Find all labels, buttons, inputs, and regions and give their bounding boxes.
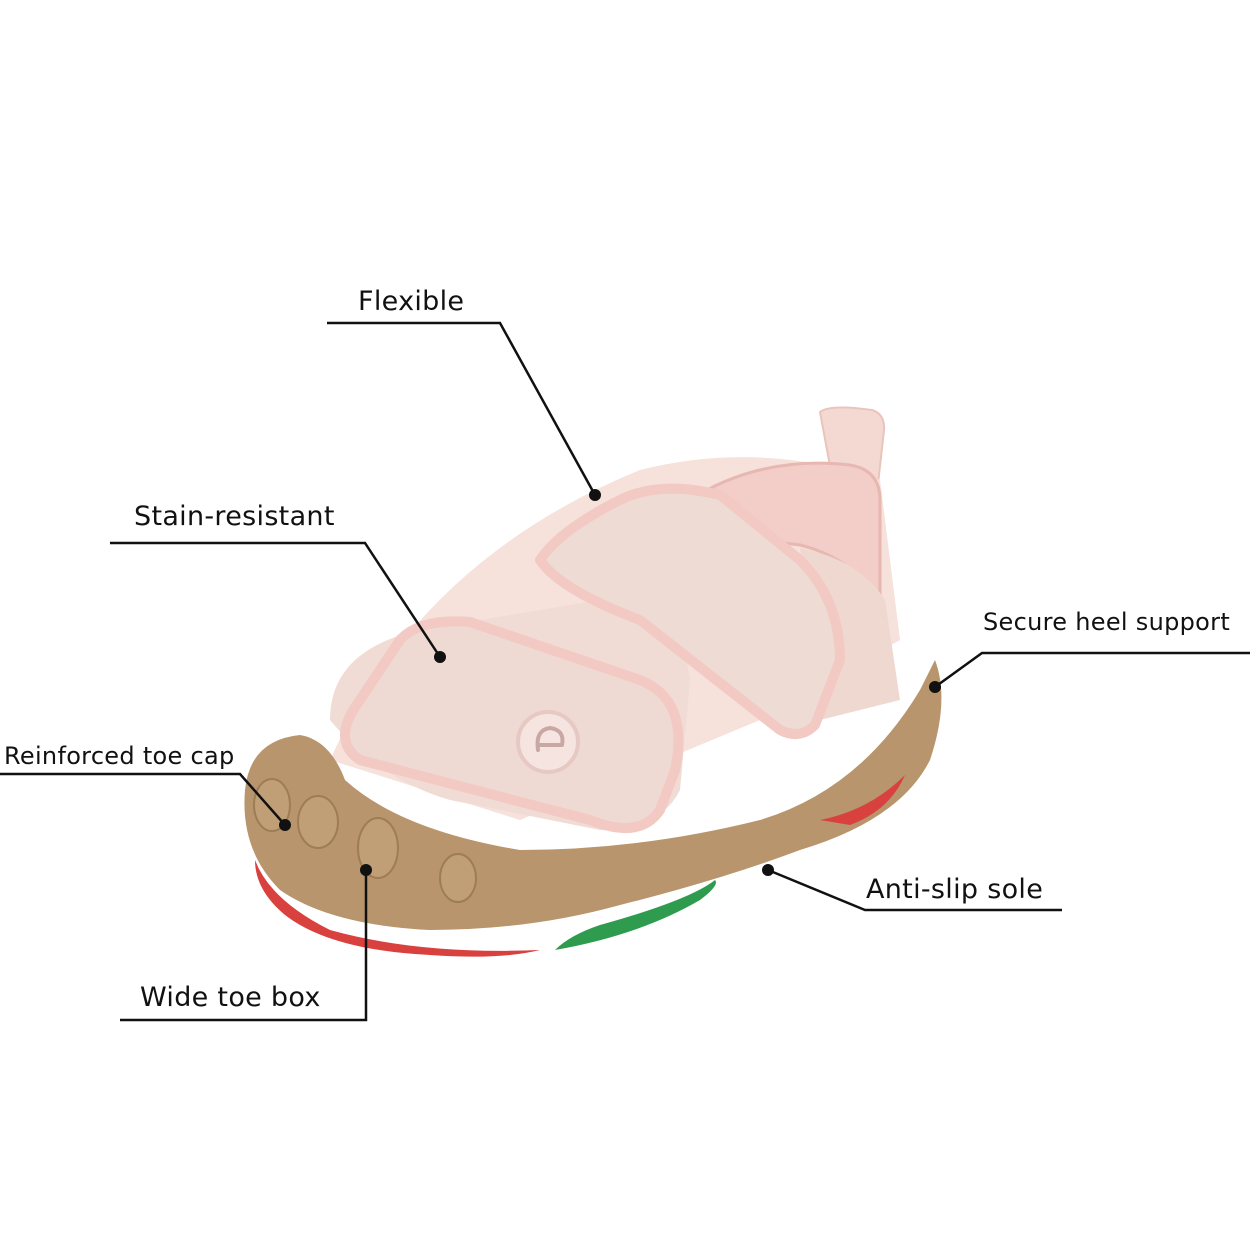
callout-lines bbox=[0, 321, 1250, 1022]
leader-secure-heel-support bbox=[934, 651, 1250, 689]
label-secure-heel-support: Secure heel support bbox=[983, 608, 1231, 636]
dot-anti-slip-sole bbox=[762, 864, 774, 876]
leader-wide-toe-box bbox=[120, 870, 368, 1022]
label-flexible: Flexible bbox=[358, 286, 465, 317]
callout-dots bbox=[279, 489, 941, 876]
back-strap bbox=[535, 483, 845, 739]
leader-reinforced-toe-cap bbox=[0, 772, 286, 826]
leader-stain-resistant bbox=[110, 541, 442, 658]
label-stain-resistant: Stain-resistant bbox=[134, 501, 335, 532]
sandal-illustration bbox=[244, 406, 942, 957]
sole-bumper bbox=[244, 660, 942, 930]
dot-wide-toe-box bbox=[360, 864, 372, 876]
toe-bubbles bbox=[253, 778, 477, 903]
label-reinforced-toe-cap: Reinforced toe cap bbox=[4, 742, 235, 770]
leader-flexible bbox=[327, 321, 597, 496]
tread-red-back bbox=[820, 775, 905, 825]
leader-anti-slip-sole bbox=[767, 868, 1062, 912]
dot-flexible bbox=[589, 489, 601, 501]
label-anti-slip-sole: Anti-slip sole bbox=[866, 874, 1044, 905]
logo-button bbox=[516, 710, 580, 774]
dot-secure-heel-support bbox=[929, 681, 941, 693]
logo-mark bbox=[535, 725, 565, 752]
dot-stain-resistant bbox=[434, 651, 446, 663]
tread-green bbox=[555, 880, 716, 950]
tread-red-front bbox=[255, 860, 540, 957]
front-strap bbox=[340, 616, 684, 833]
label-wide-toe-box: Wide toe box bbox=[140, 982, 321, 1013]
dot-reinforced-toe-cap bbox=[279, 819, 291, 831]
